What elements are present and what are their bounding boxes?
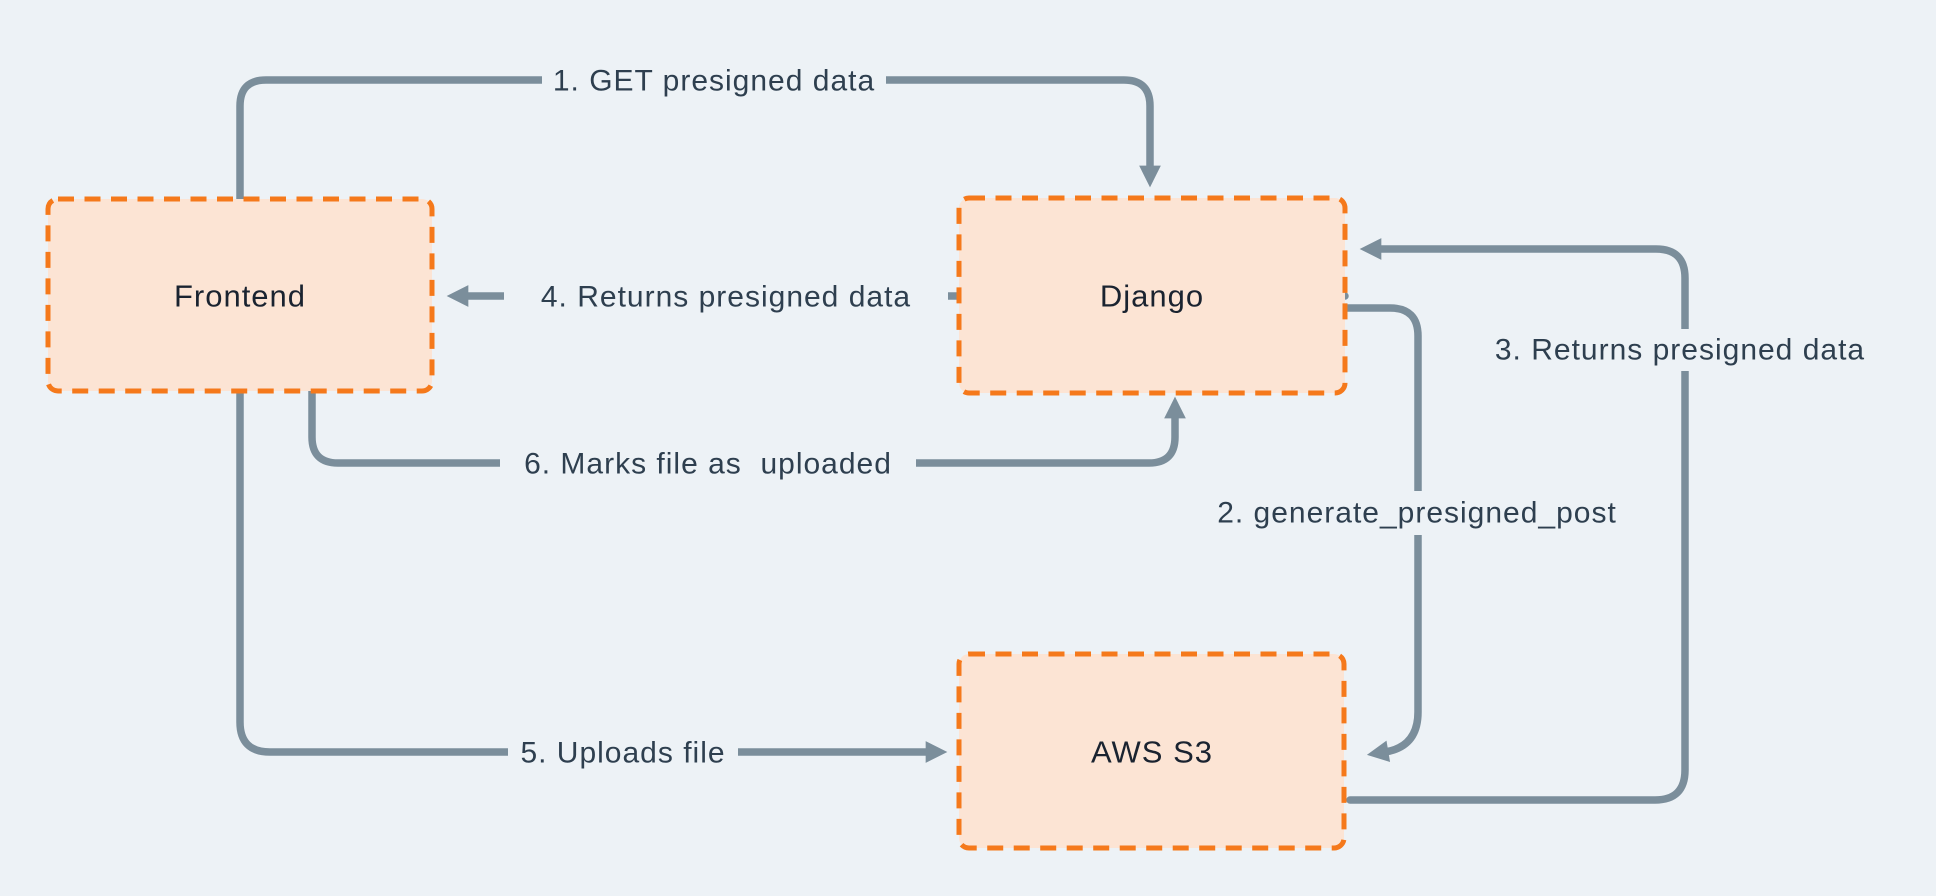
django-node-box xyxy=(956,195,1348,396)
edge-4-label: 4. Returns presigned data xyxy=(541,281,911,314)
edge-2-label: 2. generate_presigned_post xyxy=(1217,497,1617,530)
edge-6-label: 6. Marks file as uploaded xyxy=(524,448,892,481)
aws-s3-node: AWS S3 xyxy=(956,651,1347,851)
django-node: Django xyxy=(956,195,1348,396)
edge-3-label-bg xyxy=(1470,329,1890,371)
edge-4-label-bg xyxy=(504,277,948,317)
edge-6-label-bg xyxy=(500,444,916,484)
edge-3-returns-presigned-data xyxy=(1346,238,1689,804)
edge-1-label-bg xyxy=(542,61,886,99)
edge-5-label-bg xyxy=(508,733,738,773)
edge-5-label: 5. Uploads file xyxy=(520,737,725,770)
edge-5-uploads-file xyxy=(236,387,948,763)
edge-1-label: 1. GET presigned data xyxy=(553,65,875,98)
aws-s3-node-label: AWS S3 xyxy=(1091,735,1213,770)
edge-3-label: 3. Returns presigned data xyxy=(1495,334,1865,367)
frontend-node: Frontend xyxy=(45,196,435,394)
edge-2-label-bg xyxy=(1194,491,1640,535)
frontend-node-box xyxy=(45,196,435,394)
django-node-label: Django xyxy=(1100,279,1204,314)
aws-s3-node-box xyxy=(956,651,1347,851)
frontend-node-label: Frontend xyxy=(174,279,306,314)
